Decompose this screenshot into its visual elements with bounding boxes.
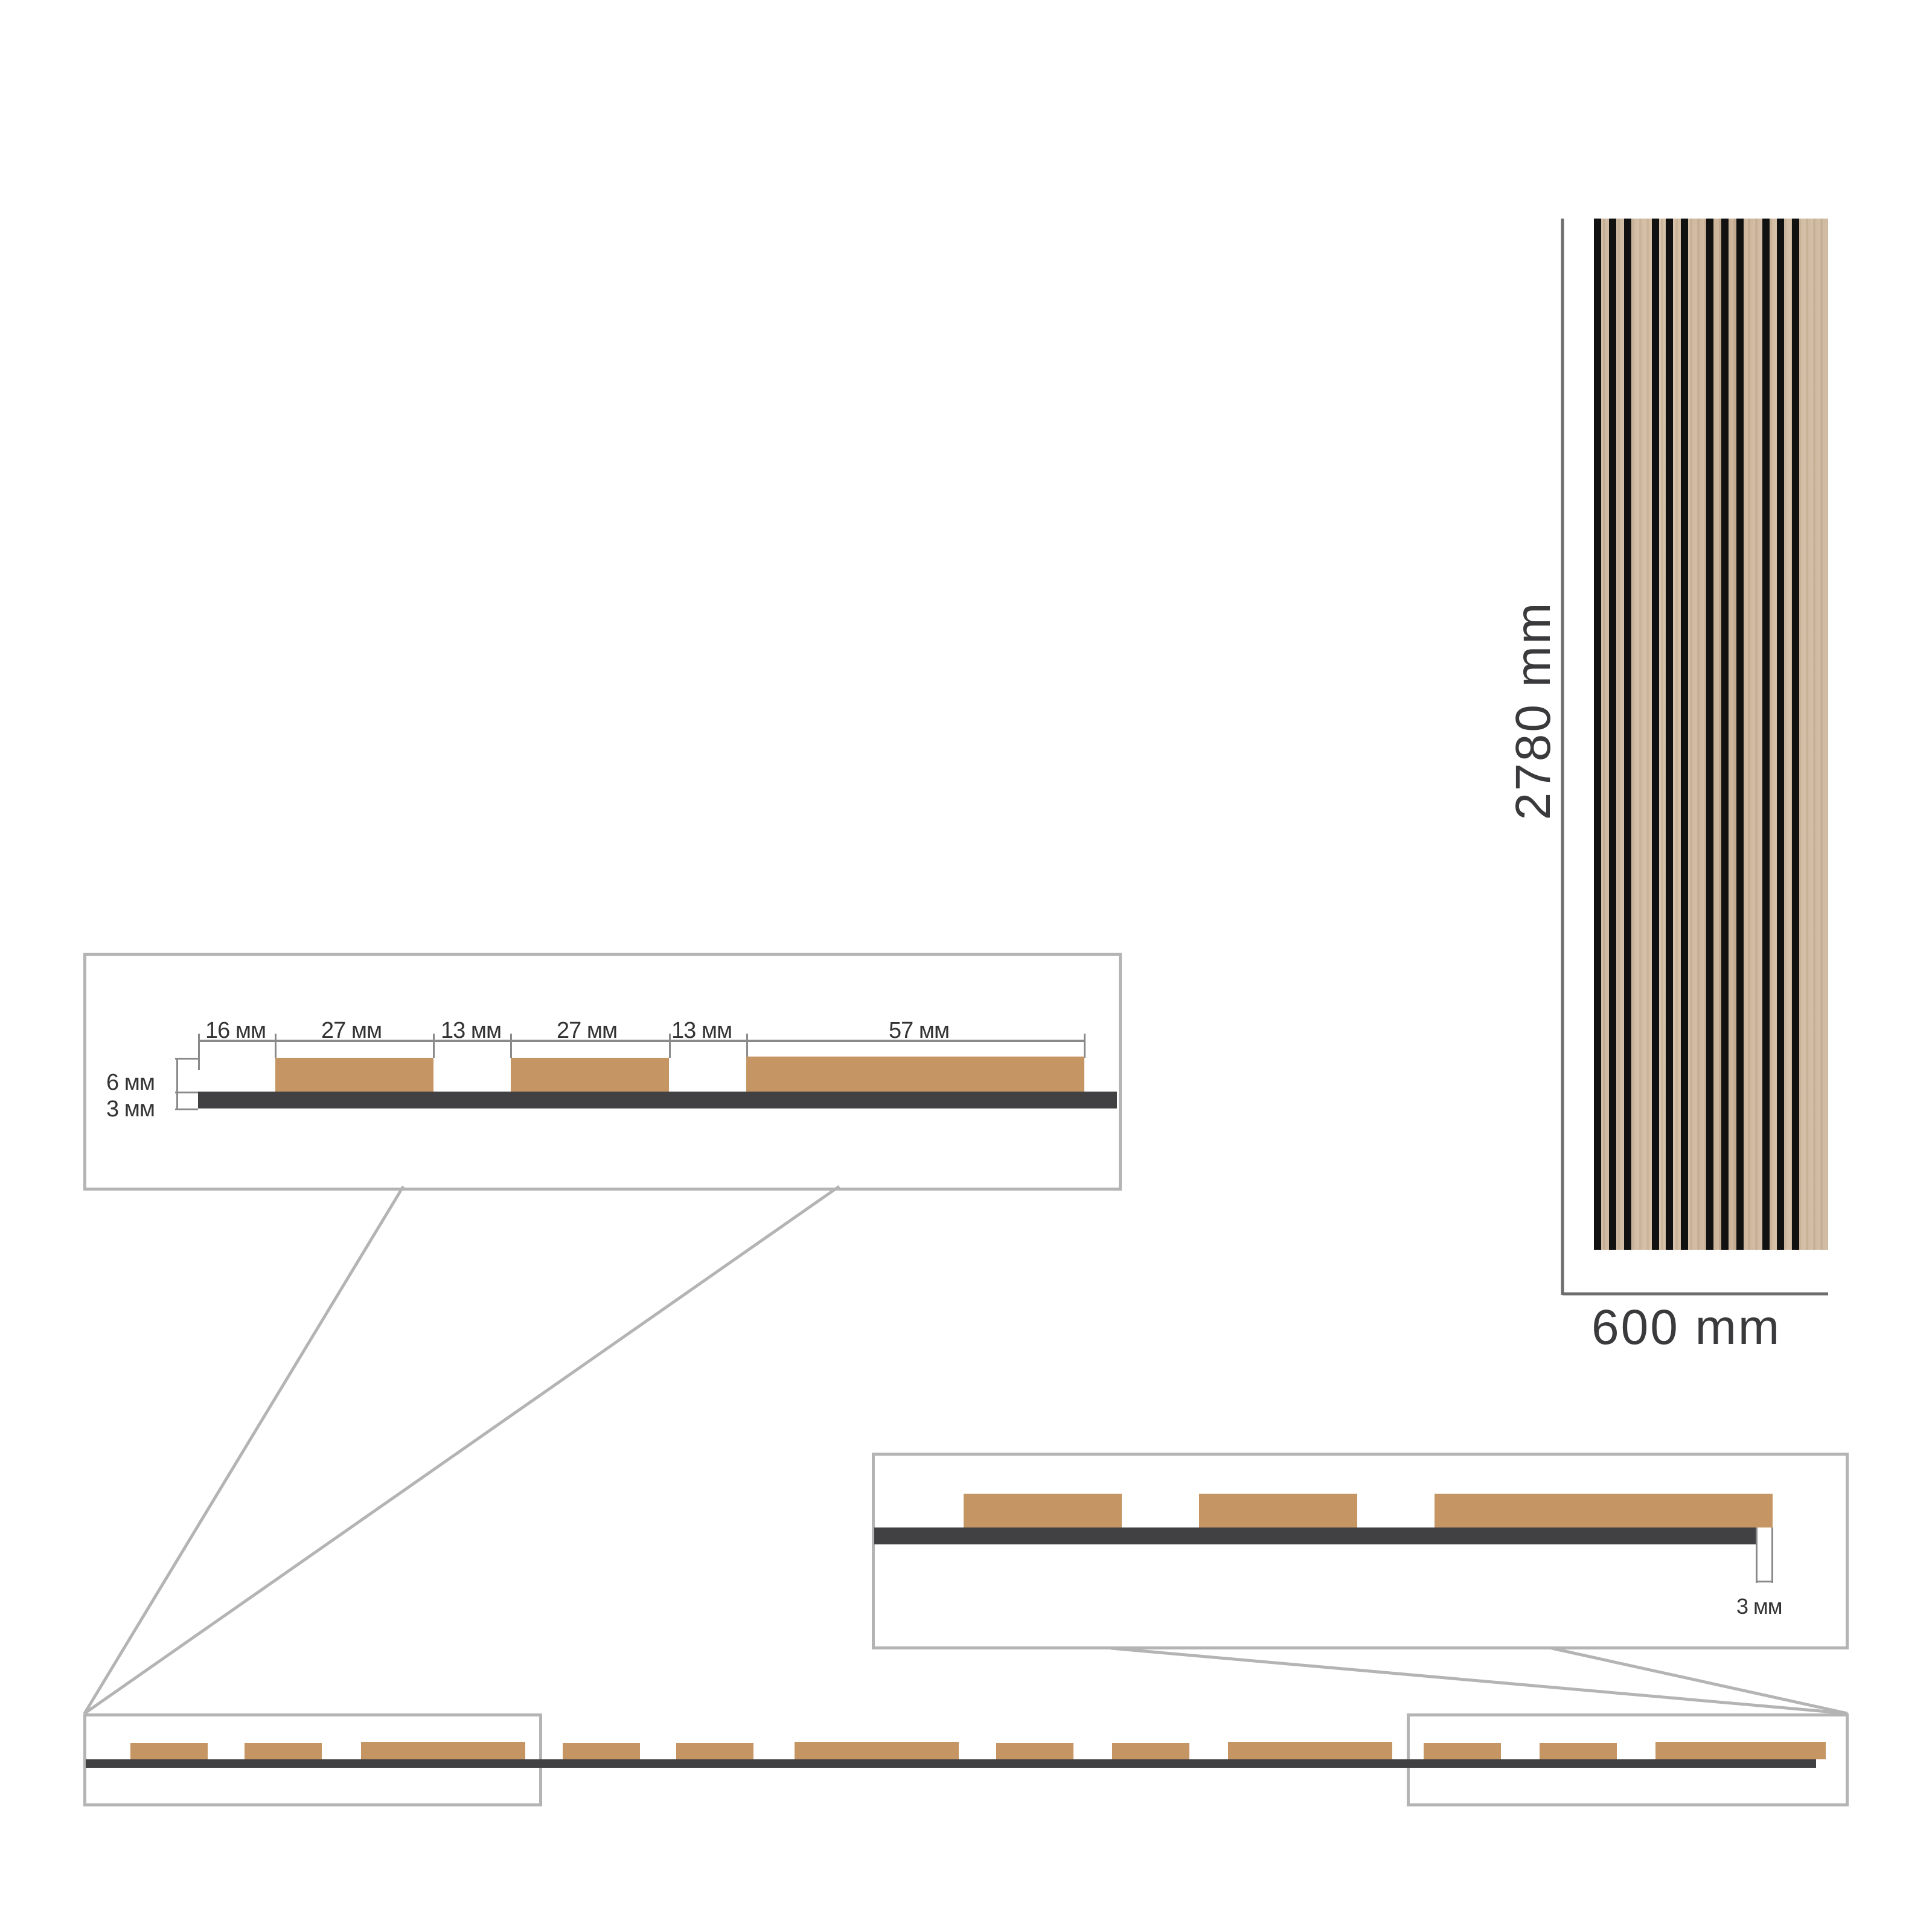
panel-groove — [1736, 219, 1744, 1250]
profile-slat — [795, 1742, 959, 1759]
profile-slat — [1655, 1742, 1826, 1759]
panel-groove — [1721, 219, 1729, 1250]
detail-callout-left — [83, 953, 1122, 1191]
dimension-tick — [1756, 1527, 1758, 1583]
panel-height-label: 2780 mm — [1506, 601, 1561, 820]
base-felt-layer — [198, 1092, 1117, 1108]
slat-27a — [275, 1058, 433, 1092]
slat — [964, 1494, 1122, 1527]
dimension-tick — [746, 1034, 748, 1058]
dimension-tick — [1771, 1527, 1773, 1583]
base-felt-layer — [874, 1527, 1756, 1544]
dimension-tick — [198, 1034, 200, 1070]
overhang-dimension-line — [1756, 1581, 1773, 1582]
dim-label-overhang: 3 мм — [1736, 1594, 1783, 1619]
thickness-dimension-line — [176, 1058, 178, 1110]
panel-groove — [1777, 219, 1784, 1250]
dim-label-slat-27a: 27 мм — [321, 1018, 382, 1043]
profile-slat — [1424, 1743, 1501, 1759]
panel-width-label: 600 mm — [1591, 1300, 1782, 1355]
dim-label-gap-13a: 13 мм — [441, 1018, 502, 1043]
profile-slat — [676, 1743, 753, 1759]
dim-label-slat-height: 6 мм — [106, 1070, 155, 1095]
panel-groove — [1652, 219, 1659, 1250]
slat-57 — [746, 1057, 1084, 1092]
dim-label-gap-13b: 13 мм — [671, 1018, 732, 1043]
profile-slat — [563, 1743, 640, 1759]
panel-groove — [1624, 219, 1631, 1250]
dimension-tick — [669, 1034, 671, 1058]
acoustic-panel-front-view — [1594, 219, 1828, 1250]
panel-groove — [1706, 219, 1713, 1250]
profile-slat — [1540, 1743, 1617, 1759]
dim-label-base-height: 3 мм — [106, 1096, 155, 1122]
profile-slat — [130, 1743, 208, 1759]
profile-slat — [996, 1743, 1073, 1759]
dimension-tick — [275, 1034, 277, 1058]
profile-slat — [361, 1742, 525, 1759]
dim-label-slat-57: 57 мм — [889, 1018, 950, 1043]
slat-27b — [511, 1058, 669, 1092]
dim-label-gap-16: 16 мм — [205, 1018, 266, 1043]
panel-groove — [1609, 219, 1616, 1250]
dimension-tick — [175, 1108, 198, 1110]
panel-groove — [1792, 219, 1799, 1250]
dimension-tick — [175, 1092, 198, 1093]
panel-groove — [1762, 219, 1770, 1250]
dim-label-slat-27b: 27 мм — [557, 1018, 618, 1043]
slat — [1199, 1494, 1357, 1527]
profile-slat — [1228, 1742, 1392, 1759]
slat — [1435, 1494, 1773, 1527]
detail-callout-right — [872, 1453, 1849, 1649]
panel-groove — [1666, 219, 1673, 1250]
dimension-tick — [510, 1034, 512, 1058]
panel-groove — [1594, 219, 1601, 1250]
profile-slat — [245, 1743, 322, 1759]
profile-base-felt — [86, 1759, 1816, 1768]
dimension-tick — [175, 1058, 198, 1060]
panel-groove — [1681, 219, 1688, 1250]
profile-slat — [1112, 1743, 1189, 1759]
dimension-tick — [433, 1034, 435, 1058]
dimension-tick — [1084, 1034, 1086, 1058]
width-dimension-line — [198, 1040, 1086, 1042]
